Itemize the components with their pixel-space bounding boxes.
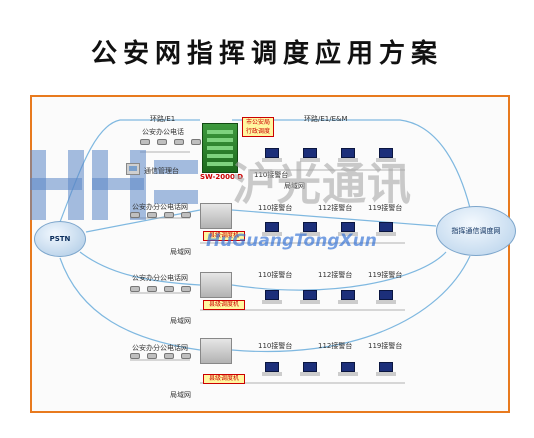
command-network-label: 指挥通信调度网 bbox=[451, 227, 501, 235]
hq-office-phone-label: 公安办公电话 bbox=[142, 128, 184, 136]
link-pstn-hq bbox=[59, 119, 200, 223]
branch2-switch-icon bbox=[200, 272, 232, 298]
branch3-desk-label-110: 110接警台 bbox=[258, 342, 293, 350]
branch3-desk-label-112: 112接警台 bbox=[318, 342, 353, 350]
console-desk-icon bbox=[376, 148, 396, 162]
console-desk-icon bbox=[338, 362, 358, 376]
phone-icon bbox=[147, 212, 157, 218]
watermark-cn: 沪光通讯 bbox=[232, 159, 412, 210]
link-branch1-right bbox=[231, 209, 437, 227]
branch3-lan-label: 局域网 bbox=[170, 391, 191, 399]
phone-icon bbox=[181, 286, 191, 292]
phone-icon bbox=[164, 212, 174, 218]
phone-icon bbox=[181, 353, 191, 359]
top-link-right-label: 环路/E1/E&M bbox=[304, 115, 348, 123]
pstn-cloud: PSTN bbox=[34, 221, 86, 257]
console-desk-icon bbox=[338, 148, 358, 162]
hq-admin-dispatch-box: 市公安局 行政调度 bbox=[242, 117, 274, 137]
console-desk-icon bbox=[262, 290, 282, 304]
branch3-switch-label: 县级调度机 bbox=[203, 374, 245, 384]
branch2-switch-label: 县级调度机 bbox=[203, 300, 245, 310]
command-network-cloud: 指挥通信调度网 bbox=[436, 206, 516, 256]
console-desk-icon bbox=[338, 222, 358, 236]
console-desk-icon bbox=[376, 222, 396, 236]
branch1-switch-icon bbox=[200, 203, 232, 229]
link-branch2-right bbox=[231, 251, 447, 291]
branch1-lan-label: 局域网 bbox=[170, 248, 191, 256]
console-desk-icon bbox=[300, 362, 320, 376]
top-link-left-label: 环路/E1 bbox=[150, 115, 176, 123]
branch3-switch-icon bbox=[200, 338, 232, 364]
branch1-switch-label: 县级调度机 bbox=[203, 231, 245, 241]
branch2-desk-label-110: 110接警台 bbox=[258, 271, 293, 279]
console-desk-icon bbox=[300, 222, 320, 236]
link-pstn-branch3 bbox=[59, 257, 201, 351]
mgmt-console-label: 通信管理台 bbox=[144, 167, 179, 175]
link-pstn-branch2 bbox=[79, 251, 201, 286]
hq-dispatch-server-icon bbox=[202, 123, 238, 173]
console-desk-icon bbox=[262, 362, 282, 376]
link-branch3-right bbox=[231, 255, 471, 353]
branch2-office-phone-label: 公安办分公电话网 bbox=[132, 274, 188, 282]
console-desk-icon bbox=[300, 290, 320, 304]
phone-icon bbox=[157, 139, 167, 145]
branch2-desk-label-119: 119接警台 bbox=[368, 271, 403, 279]
phone-icon bbox=[181, 212, 191, 218]
console-desk-icon bbox=[376, 290, 396, 304]
hq-station-label: 110接警台 bbox=[254, 171, 289, 179]
console-desk-icon bbox=[262, 148, 282, 162]
phone-icon bbox=[130, 286, 140, 292]
branch3-desk-label-119: 119接警台 bbox=[368, 342, 403, 350]
phone-icon bbox=[191, 139, 201, 145]
page-title: 公安网指挥调度应用方案 bbox=[90, 39, 443, 69]
phone-icon bbox=[147, 286, 157, 292]
phone-icon bbox=[130, 353, 140, 359]
phone-icon bbox=[140, 139, 150, 145]
branch2-desk-label-112: 112接警台 bbox=[318, 271, 353, 279]
pstn-label: PSTN bbox=[49, 235, 71, 243]
link-hq-right bbox=[232, 119, 471, 209]
watermark-en: HuGuangTongXun bbox=[206, 231, 377, 251]
phone-icon bbox=[164, 353, 174, 359]
branch1-office-phone-label: 公安办分公电话网 bbox=[132, 203, 188, 211]
phone-icon bbox=[174, 139, 184, 145]
branch1-desk-label-119: 119接警台 bbox=[368, 204, 403, 212]
branch2-lan-label: 局域网 bbox=[170, 317, 191, 325]
branch1-desk-label-110: 110接警台 bbox=[258, 204, 293, 212]
branch3-office-phone-label: 公安办分公电话网 bbox=[132, 344, 188, 352]
phone-icon bbox=[164, 286, 174, 292]
phone-icon bbox=[130, 212, 140, 218]
console-desk-icon bbox=[300, 148, 320, 162]
phone-icon bbox=[147, 353, 157, 359]
branch1-desk-label-112: 112接警台 bbox=[318, 204, 353, 212]
hq-model-label: SW-2000 D bbox=[200, 173, 244, 181]
console-desk-icon bbox=[338, 290, 358, 304]
hq-lan-label: 局域网 bbox=[284, 182, 305, 190]
console-desk-icon bbox=[376, 362, 396, 376]
console-desk-icon bbox=[262, 222, 282, 236]
computer-icon bbox=[126, 163, 140, 175]
